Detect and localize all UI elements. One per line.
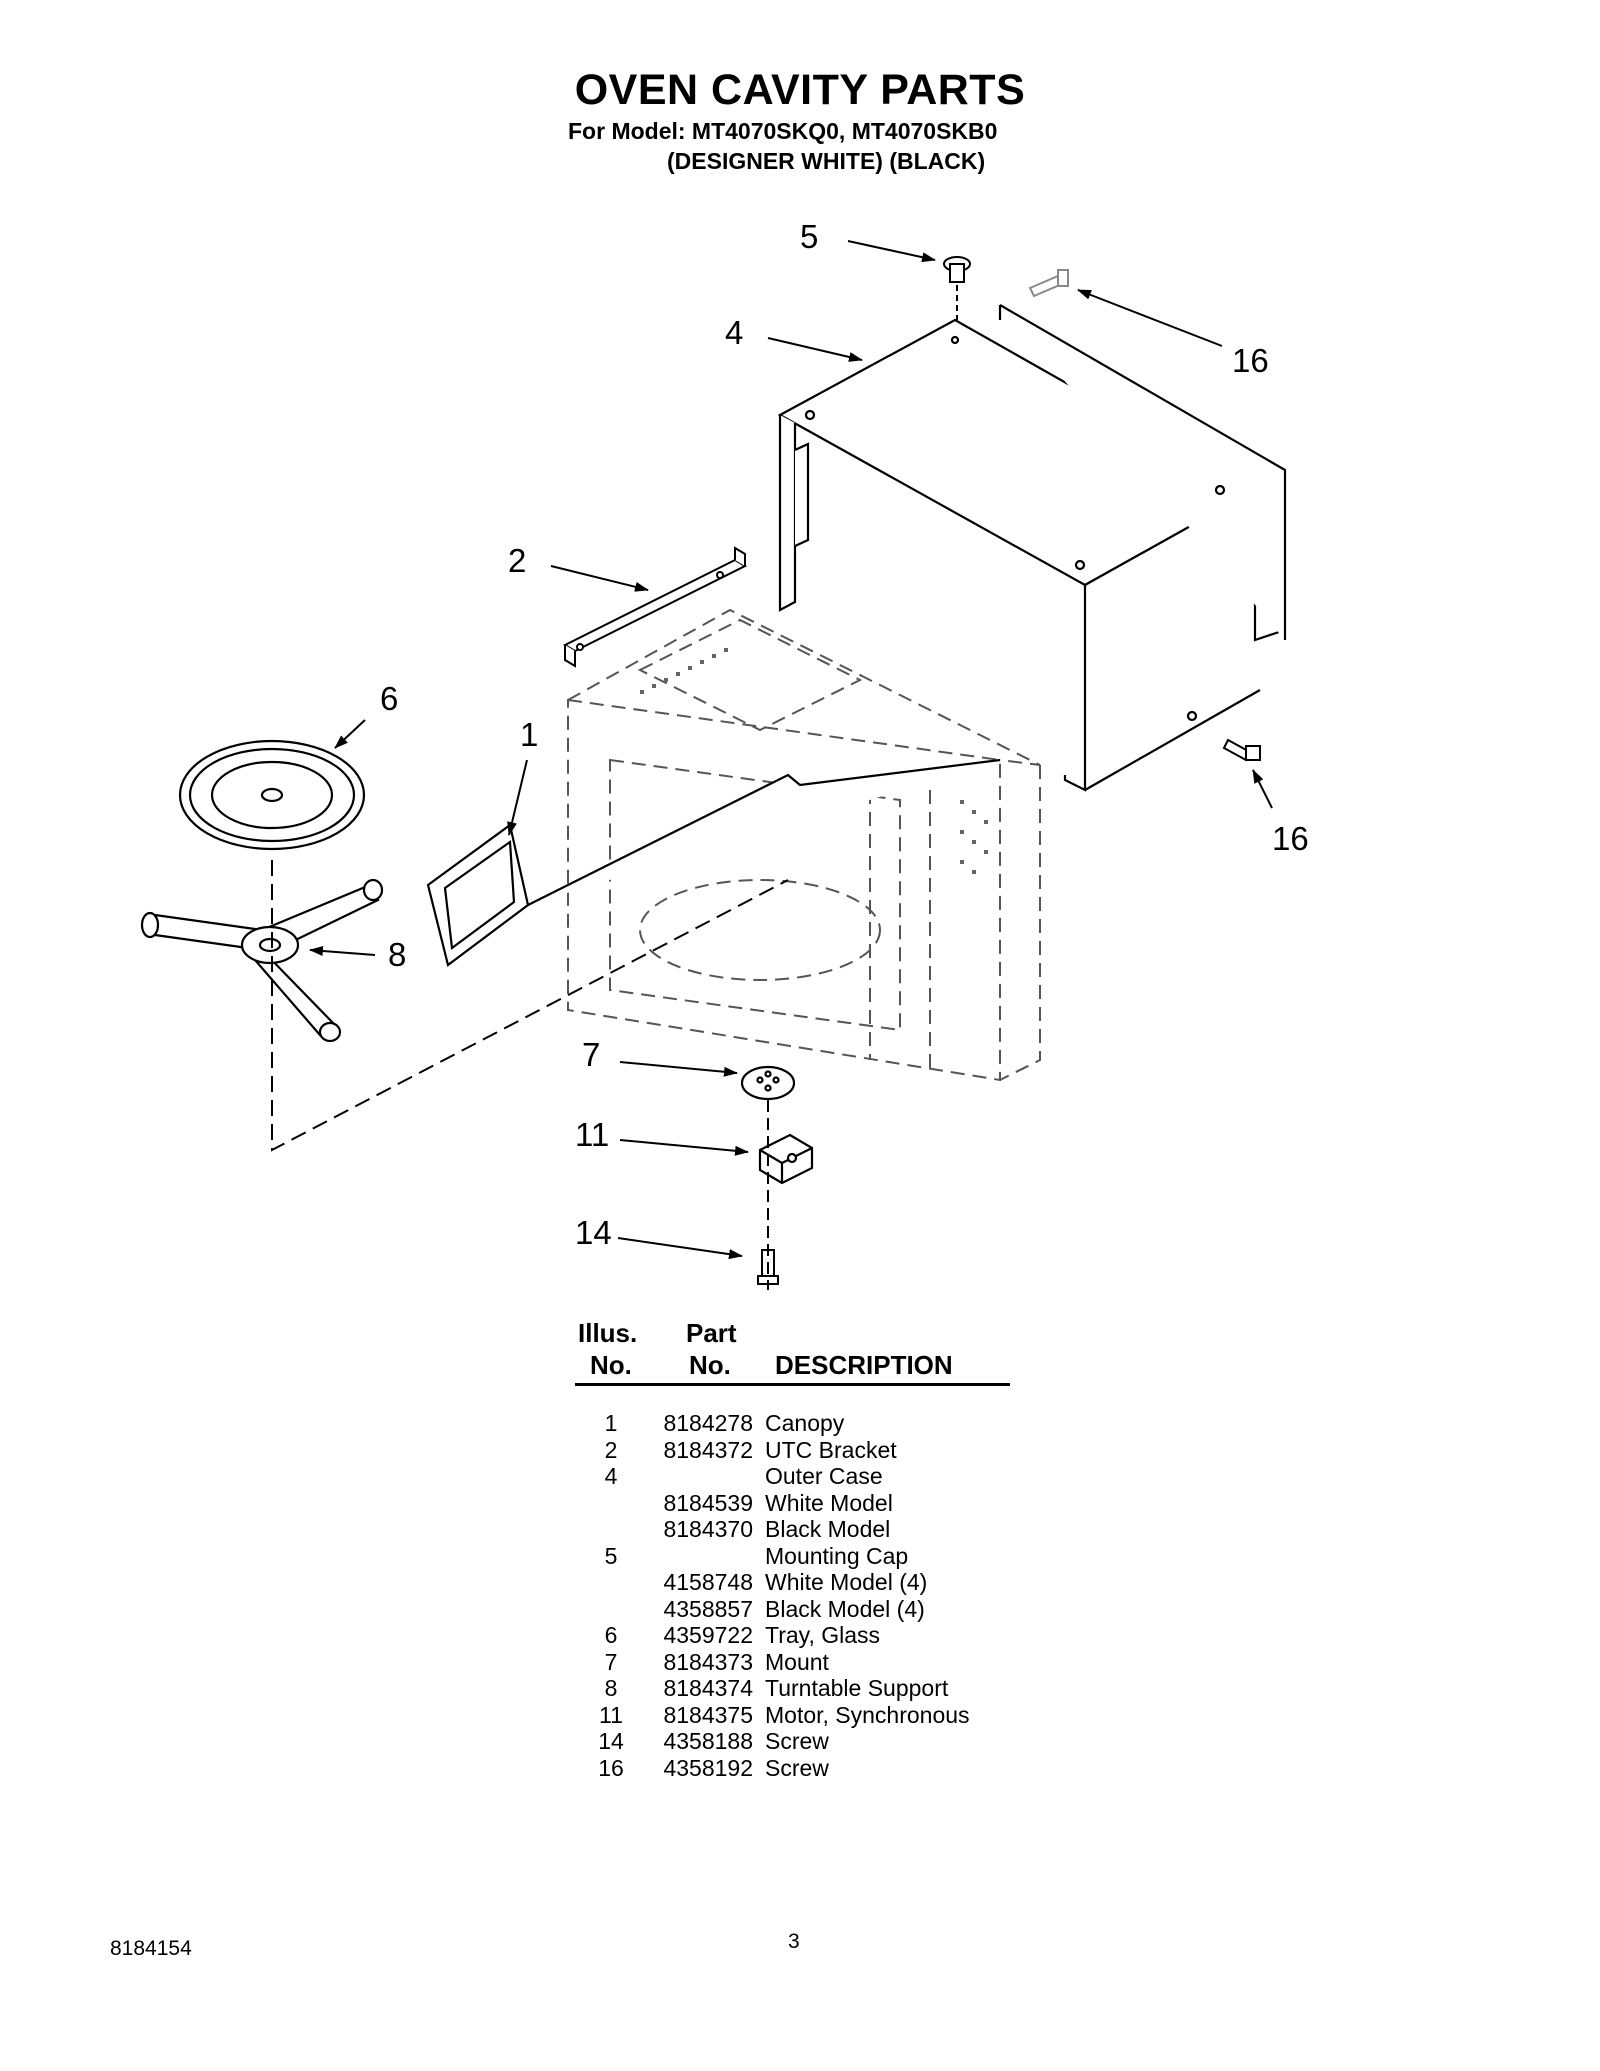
cell-description: Screw bbox=[765, 1728, 829, 1754]
callout-16-top: 16 bbox=[1232, 342, 1269, 379]
cell-description: Mounting Cap bbox=[765, 1542, 909, 1569]
cell-illus: 8 bbox=[604, 1675, 618, 1701]
cell-illus: 1 bbox=[604, 1410, 618, 1436]
turntable-support bbox=[140, 878, 384, 1043]
callout-6: 6 bbox=[380, 680, 398, 717]
cell-description: Black Model bbox=[765, 1516, 891, 1542]
cell-part: 8184373 bbox=[663, 1648, 753, 1675]
cell-description: UTC Bracket bbox=[765, 1436, 897, 1463]
table-row: 4358857 Black Model (4) bbox=[575, 1596, 970, 1623]
cell-description: White Model (4) bbox=[765, 1569, 928, 1595]
glass-tray bbox=[178, 739, 366, 851]
oven-vent-holes bbox=[640, 648, 988, 874]
cell-part: 8184278 bbox=[663, 1410, 753, 1436]
cell-illus: 16 bbox=[598, 1754, 624, 1781]
table-row: 2 8184372 UTC Bracket bbox=[575, 1437, 970, 1464]
cell-description: White Model bbox=[765, 1489, 893, 1516]
cell-description: Tray, Glass bbox=[765, 1622, 881, 1648]
cell-part: 4359722 bbox=[663, 1622, 753, 1648]
cell-part: 8184372 bbox=[663, 1436, 753, 1463]
canopy bbox=[426, 758, 1001, 967]
cell-part: 4358188 bbox=[663, 1728, 753, 1754]
cell-illus: 5 bbox=[604, 1542, 618, 1569]
table-row: 16 4358192 Screw bbox=[575, 1755, 970, 1782]
header-part-top: Part bbox=[686, 1318, 737, 1348]
parts-table: 1 8184278 Canopy 2 8184372 UTC Bracket 4 Oute… bbox=[575, 1410, 970, 1782]
motor bbox=[758, 1133, 814, 1185]
callout-7: 7 bbox=[582, 1036, 600, 1073]
cell-illus: 7 bbox=[604, 1648, 618, 1675]
table-row: 11 8184375 Motor, Synchronous bbox=[575, 1702, 970, 1729]
mounting-cap bbox=[943, 256, 971, 283]
color-line: (DESIGNER WHITE) (BLACK) bbox=[667, 148, 986, 174]
cell-illus: 4 bbox=[604, 1463, 618, 1489]
cell-description: Motor, Synchronous bbox=[765, 1701, 970, 1728]
cell-part: 4358192 bbox=[663, 1754, 753, 1781]
cell-part: 4358857 bbox=[663, 1595, 753, 1622]
cell-description: Mount bbox=[765, 1648, 829, 1675]
callout-8: 8 bbox=[388, 936, 406, 973]
document-number: 8184154 bbox=[110, 1937, 192, 1960]
table-row: 1 8184278 Canopy bbox=[575, 1410, 970, 1437]
cell-illus bbox=[575, 1596, 647, 1623]
page-number: 3 bbox=[788, 1930, 800, 1953]
cell-illus: 2 bbox=[604, 1436, 618, 1463]
table-row: 4158748 White Model (4) bbox=[575, 1569, 970, 1596]
callout-5: 5 bbox=[800, 218, 818, 255]
table-row: 8184370 Black Model bbox=[575, 1516, 970, 1543]
cell-part: 8184539 bbox=[663, 1489, 753, 1516]
header-illus-bottom: No. bbox=[590, 1350, 632, 1380]
callout-4: 4 bbox=[725, 314, 743, 351]
cell-illus bbox=[575, 1569, 647, 1596]
cell-part: 8184370 bbox=[663, 1516, 753, 1542]
cell-description: Black Model (4) bbox=[765, 1595, 925, 1622]
cell-part: 8184374 bbox=[663, 1675, 753, 1701]
table-row: 8184539 White Model bbox=[575, 1490, 970, 1517]
screw-16-top bbox=[1028, 269, 1069, 298]
header-part-bottom: No. bbox=[689, 1350, 731, 1380]
table-row: 6 4359722 Tray, Glass bbox=[575, 1622, 970, 1649]
cell-illus: 14 bbox=[598, 1728, 624, 1754]
cell-part bbox=[647, 1463, 765, 1490]
assembly-lines bbox=[271, 285, 958, 1290]
mount bbox=[740, 1065, 796, 1101]
callout-2: 2 bbox=[508, 542, 526, 579]
cell-description: Turntable Support bbox=[765, 1675, 949, 1701]
callout-1: 1 bbox=[520, 716, 538, 753]
oven-cavity-dashed bbox=[567, 608, 1041, 1082]
callout-14: 14 bbox=[575, 1214, 612, 1251]
cell-illus: 6 bbox=[604, 1622, 618, 1648]
utc-bracket bbox=[562, 546, 748, 668]
cell-description: Outer Case bbox=[765, 1463, 883, 1489]
cell-description: Canopy bbox=[765, 1410, 845, 1436]
cell-part: 8184375 bbox=[663, 1701, 753, 1728]
exploded-parts-diagram: 5 16 4 2 6 1 16 8 7 11 14 bbox=[140, 218, 1309, 1290]
outer-case bbox=[777, 304, 1287, 792]
callout-16-side: 16 bbox=[1272, 820, 1309, 857]
cell-part bbox=[647, 1543, 765, 1570]
table-row: 14 4358188 Screw bbox=[575, 1728, 970, 1755]
screw-16-side bbox=[1222, 738, 1261, 762]
model-line: For Model: MT4070SKQ0, MT4070SKB0 bbox=[568, 118, 998, 144]
cell-part: 4158748 bbox=[663, 1569, 753, 1595]
table-row: 7 8184373 Mount bbox=[575, 1649, 970, 1676]
header-illus-top: Illus. bbox=[578, 1318, 638, 1348]
cell-illus bbox=[575, 1490, 647, 1517]
table-row: 8 8184374 Turntable Support bbox=[575, 1675, 970, 1702]
header-rule bbox=[575, 1383, 1010, 1386]
page-title: OVEN CAVITY PARTS bbox=[574, 66, 1026, 114]
cell-illus bbox=[575, 1516, 647, 1543]
leader-arrows bbox=[309, 240, 1273, 1260]
callout-11: 11 bbox=[575, 1116, 609, 1153]
header-description: DESCRIPTION bbox=[775, 1350, 953, 1380]
cell-illus: 11 bbox=[599, 1701, 623, 1728]
table-row: 4 Outer Case bbox=[575, 1463, 970, 1490]
table-row: 5 Mounting Cap bbox=[575, 1543, 970, 1570]
cell-description: Screw bbox=[765, 1754, 829, 1781]
